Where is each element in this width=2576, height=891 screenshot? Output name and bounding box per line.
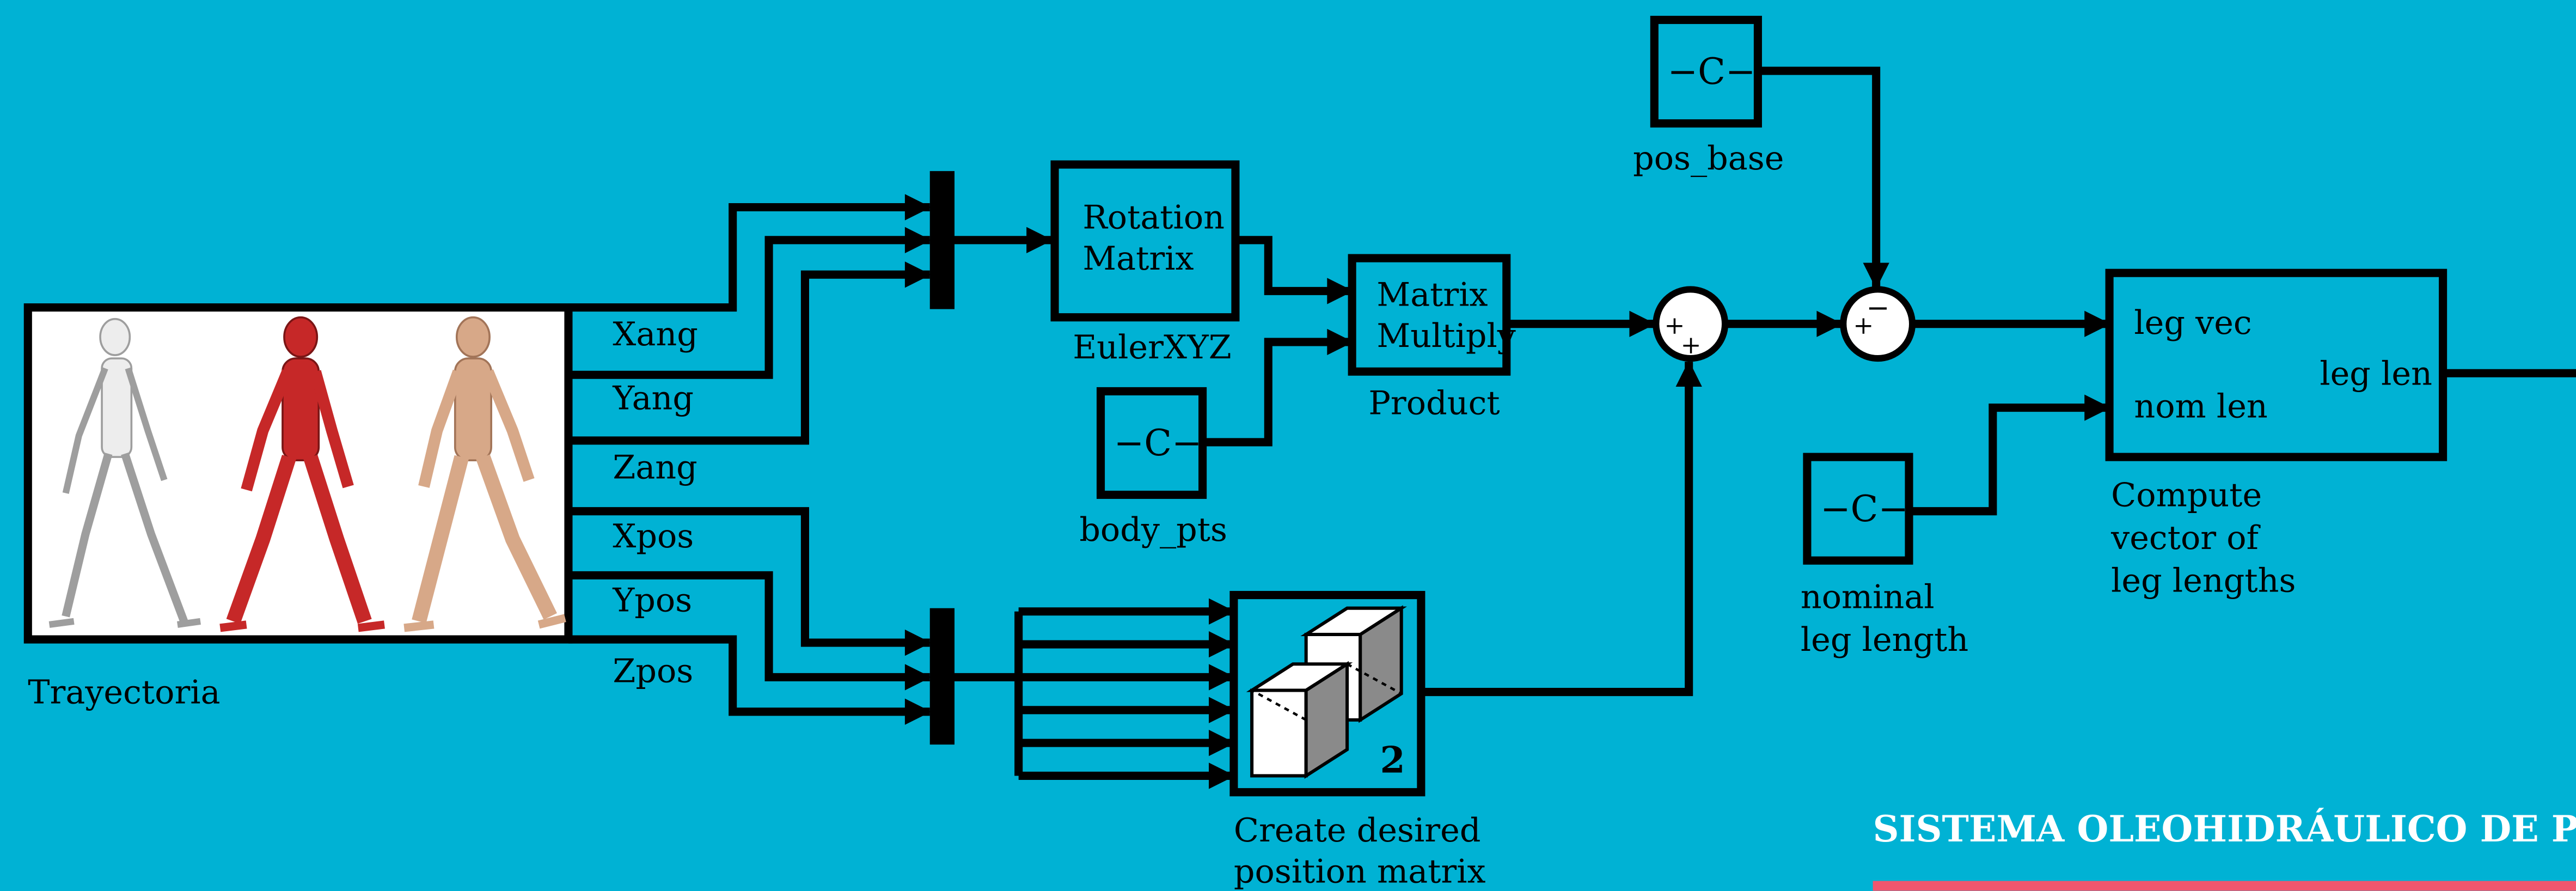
leg-out-port: leg len	[2320, 355, 2432, 393]
banner-title: SISTEMA OLEOHIDRÁULICO DE PI	[1873, 807, 2576, 850]
angle-wires	[568, 194, 932, 445]
position-matrix-badge: 2	[1380, 739, 1405, 781]
product-text-2: Multiply	[1376, 317, 1515, 355]
trajectory-label: Trayectoria	[28, 674, 220, 712]
wire-posbase-sum2	[1758, 66, 1889, 289]
port-xang: Xang	[613, 315, 697, 353]
muscle-figure	[219, 316, 385, 632]
banner-underline	[1873, 881, 2576, 891]
position-matrix-block[interactable]: 2	[1229, 591, 1425, 797]
product-label: Product	[1368, 385, 1500, 423]
matrix-multiply-block[interactable]: Matrix Multiply	[1348, 254, 1516, 376]
wire-nominal-legblock	[1909, 394, 2111, 516]
rotation-text-1: Rotation	[1082, 199, 1225, 237]
nominal-label-2: leg length	[1801, 621, 1968, 659]
leg-lengths-block[interactable]: leg vec nom len leg len	[2105, 268, 2447, 461]
port-zang: Zang	[613, 448, 697, 486]
skeleton-figure	[48, 318, 201, 628]
position-matrix-label-2: position matrix	[1234, 853, 1486, 891]
nominal-value: −C−	[1820, 487, 1908, 530]
position-matrix-label-1: Create desired	[1234, 811, 1481, 850]
sum1-sign-bottom: +	[1681, 331, 1702, 359]
mux-angles[interactable]	[929, 171, 955, 309]
rotation-text-2: Matrix	[1082, 240, 1194, 278]
port-xpos: Xpos	[613, 517, 694, 556]
position-wires	[568, 507, 932, 725]
pos-base-label: pos_base	[1633, 139, 1784, 178]
sum2-sign-top: −	[1867, 292, 1890, 325]
nominal-leg-constant[interactable]: −C−	[1803, 453, 1913, 565]
sum-block-2[interactable]: + −	[1840, 286, 1916, 362]
leg-label-3: leg lengths	[2111, 562, 2296, 600]
nominal-label-1: nominal	[1801, 578, 1935, 617]
body-pts-constant[interactable]: −C−	[1096, 387, 1207, 499]
skin-figure	[403, 316, 566, 632]
product-text-1: Matrix	[1376, 276, 1488, 314]
leg-label-2: vector of	[2110, 519, 2260, 557]
pos-base-constant[interactable]: −C−	[1650, 15, 1762, 128]
wire-rotation-product	[1235, 236, 1354, 304]
port-zpos: Zpos	[613, 652, 693, 690]
trajectory-block[interactable]	[23, 303, 573, 644]
port-ypos: Ypos	[612, 582, 692, 620]
leg-in-port-1: leg vec	[2134, 304, 2251, 342]
pos-base-value: −C−	[1667, 50, 1755, 93]
sum2-sign-left: +	[1853, 311, 1874, 340]
body-pts-label: body_pts	[1079, 511, 1227, 549]
body-pts-value: −C−	[1114, 422, 1202, 464]
rotation-matrix-block[interactable]: Rotation Matrix	[1050, 160, 1240, 322]
wire-posmatrix-sum1	[1422, 360, 1702, 697]
port-yang: Yang	[612, 380, 694, 418]
mux-positions[interactable]	[929, 608, 955, 745]
sum-block-1[interactable]: + +	[1653, 286, 1729, 362]
fan-wires	[954, 598, 1235, 789]
wire-bodypts-product	[1202, 328, 1354, 447]
leg-label-1: Compute	[2111, 477, 2262, 515]
cube-icon	[1246, 605, 1407, 779]
sum1-sign-top: +	[1664, 311, 1685, 340]
leg-in-port-2: nom len	[2134, 388, 2267, 426]
rotation-label: EulerXYZ	[1073, 328, 1231, 367]
